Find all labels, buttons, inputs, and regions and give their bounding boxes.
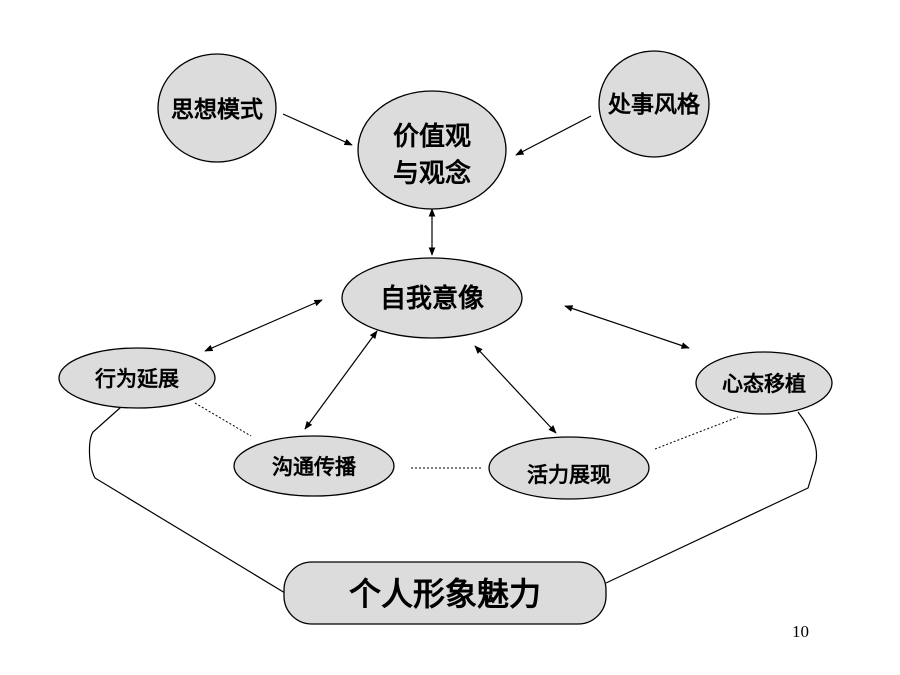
node-values-label-line1: 价值观 [393, 122, 471, 152]
node-thinking-mode: 思想模式 [157, 53, 277, 163]
node-mindset-transplant: 心态移植 [695, 351, 833, 415]
node-vitality-label: 活力展现 [527, 463, 611, 487]
node-work-style-label: 处事风格 [607, 91, 701, 118]
node-communication-label: 沟通传播 [272, 455, 357, 479]
node-communication: 沟通传播 [233, 435, 395, 497]
node-behavior-extension: 行为延展 [58, 347, 216, 409]
node-personal-charm: 个人形象魅力 [283, 561, 607, 625]
dotted-vitality-mindset [654, 416, 739, 450]
node-values-label-line2: 与观念 [393, 158, 471, 189]
curve-mindset-to-charm [605, 411, 818, 584]
arrow-selfimage-vitality [474, 345, 557, 434]
node-behavior-extension-label: 行为延展 [94, 367, 179, 391]
arrow-selfimage-mindset [564, 305, 690, 349]
page-number: 10 [792, 622, 809, 641]
arrow-selfimage-communication [304, 330, 378, 430]
node-thinking-mode-label: 思想模式 [171, 97, 263, 123]
arrow-selfimage-behavior [204, 299, 323, 352]
node-self-image-label: 自我意像 [380, 283, 485, 314]
node-vitality: 活力展现 [488, 436, 650, 500]
arrow-workstyle-to-values [515, 115, 592, 156]
node-personal-charm-label: 个人形象魅力 [349, 575, 541, 613]
node-mindset-transplant-label: 心态移植 [722, 372, 806, 396]
arrow-thinking-to-values [282, 113, 353, 146]
dotted-behavior-communication [194, 402, 252, 437]
node-self-image: 自我意像 [341, 257, 523, 339]
node-values: 价值观 与观念 [357, 90, 507, 210]
node-work-style: 处事风格 [598, 50, 710, 158]
curve-behavior-to-charm [88, 406, 286, 594]
